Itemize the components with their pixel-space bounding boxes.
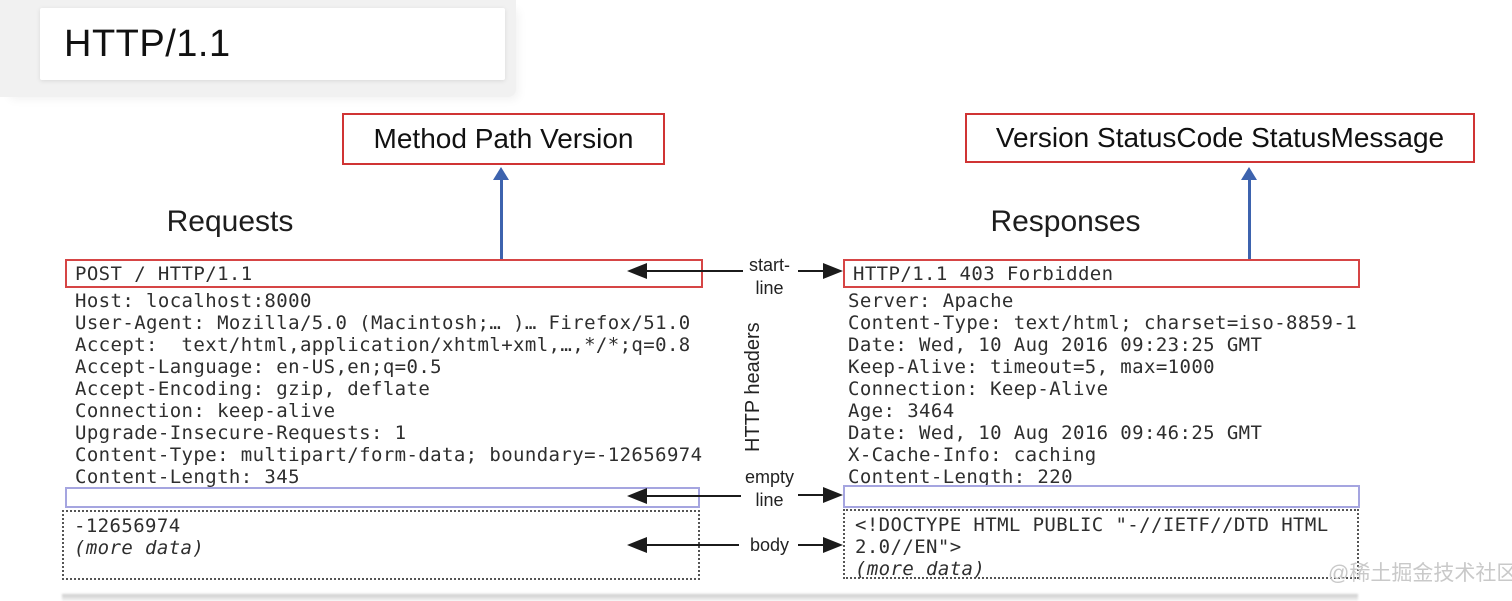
arrow-up-head (1241, 167, 1257, 180)
request-header-line: Content-Type: multipart/form-data; bound… (75, 444, 703, 466)
request-callout-text: Method Path Version (373, 123, 634, 154)
request-startline-callout: Method Path Version (342, 113, 665, 165)
response-callout-arrow (1241, 167, 1258, 261)
response-startline-text: HTTP/1.1 403 Forbidden (853, 262, 1114, 285)
response-empty-line-box (843, 485, 1360, 508)
response-startline-box: HTTP/1.1 403 Forbidden (843, 259, 1360, 288)
arrow-shaft (798, 270, 827, 272)
arrow-shaft (643, 544, 739, 546)
startline-arrow-right (798, 263, 843, 279)
arrow-left-head (627, 263, 647, 279)
response-header-line: X-Cache-Info: caching (848, 444, 1097, 466)
empty-line-label-line1: empty (744, 467, 795, 487)
arrow-right-head (823, 487, 843, 503)
requests-heading: Requests (166, 205, 294, 238)
arrow-right-head (823, 263, 843, 279)
response-header-line: Date: Wed, 10 Aug 2016 09:23:25 GMT (848, 334, 1263, 356)
response-body-line: 2.0//EN"> (855, 536, 962, 558)
arrow-shaft (643, 495, 741, 497)
body-label: body (749, 535, 790, 555)
arrow-up-head (493, 167, 509, 180)
arrow-shaft (798, 494, 827, 496)
arrow-right-head (823, 537, 843, 553)
cut-off-content-strip (62, 594, 1358, 601)
request-callout-arrow (493, 167, 510, 261)
empty-line-label-line2: line (755, 490, 784, 510)
empty-line-label: empty line (732, 466, 807, 512)
request-startline-box: POST / HTTP/1.1 (65, 259, 703, 288)
page-title: HTTP/1.1 (40, 8, 505, 80)
request-header-line: Host: localhost:8000 (75, 290, 312, 312)
request-body-more-data: (more data) (74, 537, 205, 559)
start-line-label-line2: line (755, 278, 784, 298)
start-line-label: start- line (732, 254, 807, 300)
body-arrow-right (798, 537, 843, 553)
response-header-line: Keep-Alive: timeout=5, max=1000 (848, 356, 1216, 378)
request-empty-line-box (65, 487, 700, 508)
arrow-shaft (1248, 177, 1251, 261)
request-header-line: Content-Length: 345 (75, 466, 300, 488)
request-startline-text: POST / HTTP/1.1 (75, 262, 253, 285)
response-header-line: Server: Apache (848, 290, 1014, 312)
response-startline-callout: Version StatusCode StatusMessage (965, 113, 1475, 163)
request-header-line: User-Agent: Mozilla/5.0 (Macintosh;… )… … (75, 312, 691, 334)
page-title-text: HTTP/1.1 (64, 22, 231, 65)
responses-heading: Responses (990, 205, 1141, 238)
watermark: @稀土掘金技术社区 (1328, 562, 1512, 585)
body-arrow-left (627, 537, 739, 553)
arrow-left-head (627, 537, 647, 553)
response-body-line: <!DOCTYPE HTML PUBLIC "-//IETF//DTD HTML (855, 514, 1329, 536)
emptyline-arrow-right (798, 487, 843, 503)
response-header-line: Date: Wed, 10 Aug 2016 09:46:25 GMT (848, 422, 1263, 444)
response-callout-text: Version StatusCode StatusMessage (995, 122, 1445, 153)
request-body-box: -12656974 (more data) (62, 510, 700, 580)
response-headers-block: Server: Apache Content-Type: text/html; … (848, 290, 1357, 488)
arrow-shaft (798, 544, 827, 546)
start-line-label-line1: start- (748, 255, 790, 275)
request-header-line: Connection: keep-alive (75, 400, 336, 422)
request-header-line: Accept-Encoding: gzip, deflate (75, 378, 431, 400)
request-headers-block: Host: localhost:8000 User-Agent: Mozilla… (75, 290, 702, 488)
request-header-line: Accept: text/html,application/xhtml+xml,… (75, 334, 691, 356)
emptyline-arrow-left (627, 488, 741, 504)
response-header-line: Age: 3464 (848, 400, 955, 422)
response-header-line: Connection: Keep-Alive (848, 378, 1109, 400)
startline-arrow-left (627, 263, 743, 279)
arrow-shaft (500, 177, 503, 261)
http-headers-label: HTTP headers (742, 322, 764, 452)
response-body-box: <!DOCTYPE HTML PUBLIC "-//IETF//DTD HTML… (843, 509, 1359, 580)
request-body-line: -12656974 (74, 515, 181, 537)
response-header-line: Content-Type: text/html; charset=iso-885… (848, 312, 1358, 334)
arrow-left-head (627, 488, 647, 504)
arrow-shaft (643, 270, 743, 272)
request-header-line: Upgrade-Insecure-Requests: 1 (75, 422, 407, 444)
response-body-more-data: (more data) (855, 558, 986, 580)
request-header-line: Accept-Language: en-US,en;q=0.5 (75, 356, 443, 378)
response-header-line: Content-Length: 220 (848, 466, 1073, 488)
